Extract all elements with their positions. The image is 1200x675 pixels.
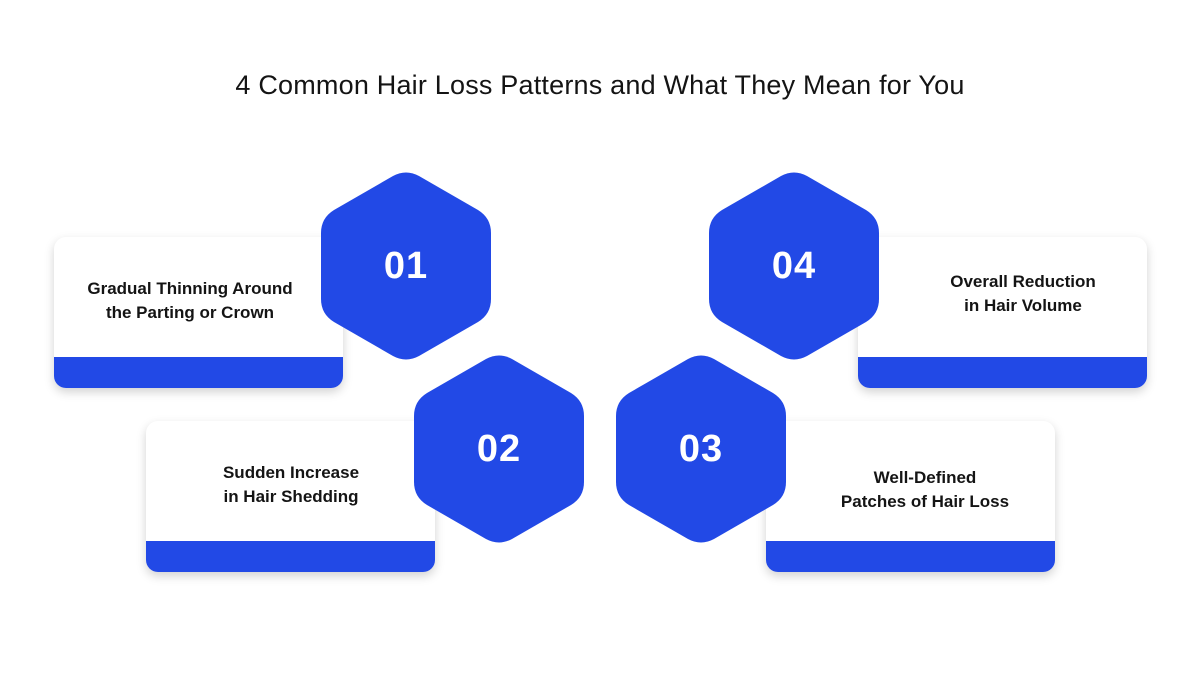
hexagon-shape [616,355,786,543]
step-hexagon-02: 02 [413,354,585,544]
step-number-04: 04 [771,245,817,287]
page-title: 4 Common Hair Loss Patterns and What The… [235,70,965,100]
step-bar-01 [54,357,343,388]
step-label-03: Well-Defined Patches of Hair Loss [840,468,1010,511]
step-card-01: Gradual Thinning Around the Parting or C… [54,237,343,388]
step-hexagon-01: 01 [320,171,492,361]
step-label-01: Gradual Thinning Around the Parting or C… [87,279,293,322]
step-hexagon-03: 03 [615,354,787,544]
hexagon-shape [414,355,584,543]
step-hexagon-04: 04 [708,171,880,361]
step-number-01: 01 [383,245,429,287]
step-label-02: Sudden Increase in Hair Shedding [222,463,360,506]
step-card-03: Well-Defined Patches of Hair Loss [766,421,1055,572]
step-bar-02 [146,541,435,572]
step-card-04: Overall Reduction in Hair Volume [858,237,1147,388]
step-bar-03 [766,541,1055,572]
step-card-02: Sudden Increase in Hair Shedding [146,421,435,572]
step-number-02: 02 [476,428,522,470]
step-number-03: 03 [678,428,724,470]
hexagon-shape [709,172,879,360]
step-bar-04 [858,357,1147,388]
hexagon-shape [321,172,491,360]
step-label-04: Overall Reduction in Hair Volume [950,272,1096,315]
